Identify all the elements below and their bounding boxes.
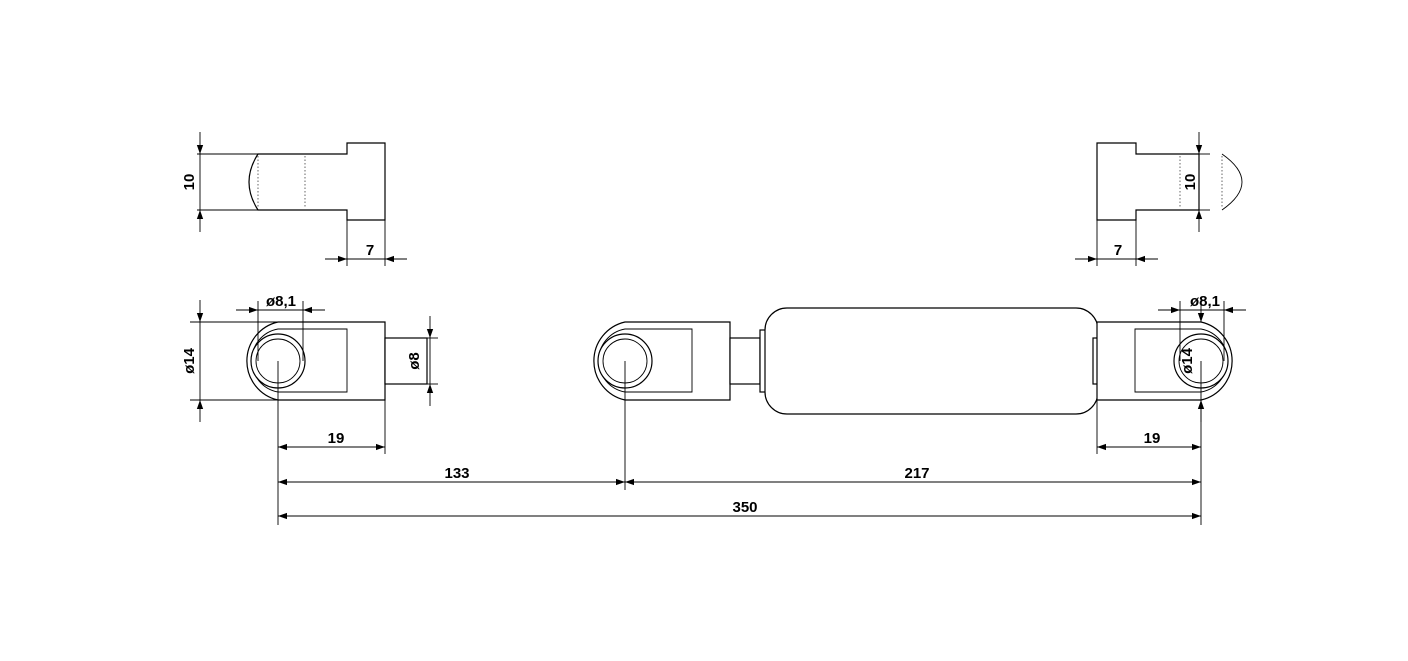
bottom-dimension-lines: [277, 361, 1202, 525]
left-eye-end: [246, 321, 428, 401]
hole-dia-right-label: ø8,1: [1190, 293, 1220, 310]
top-left-side-view: [196, 132, 407, 266]
overall-length-label: 350: [732, 499, 757, 516]
hole-dia-right-dimension: [1158, 301, 1246, 361]
thickness-right-label: 10: [1182, 174, 1199, 191]
hole-dia-left-dimension: [236, 301, 325, 361]
eye-length-left-label: 19: [328, 430, 345, 447]
top-right-side-view: [1075, 132, 1243, 266]
eye-length-right-label: 19: [1144, 430, 1161, 447]
right-eye-end: [1092, 321, 1233, 401]
center-to-body-eye-label: 133: [444, 465, 469, 482]
eye-dia-left-dimension: [190, 300, 278, 422]
hole-dia-left-label: ø8,1: [266, 293, 296, 310]
rod-dia-label: ø8: [406, 352, 423, 370]
slot-width-right-label: 7: [1114, 242, 1122, 259]
eye-dia-left-label: ø14: [181, 347, 198, 374]
body-eye-to-end-label: 217: [904, 465, 929, 482]
eye-dia-right-label: ø14: [1179, 347, 1196, 374]
slot-width-left-label: 7: [366, 242, 374, 259]
rod-dia-dimension: [426, 316, 438, 406]
gas-spring-body: [593, 307, 1099, 415]
thickness-left-label: 10: [181, 174, 198, 191]
